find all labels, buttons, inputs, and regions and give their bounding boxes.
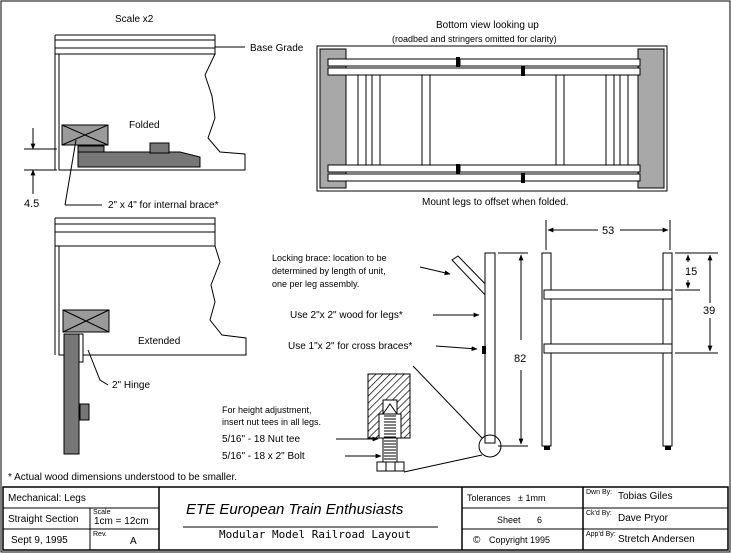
scale-label-cell: Scale [93,509,111,516]
leg-side-view: Locking brace: location to be determined… [272,252,528,473]
rev-value-cell: A [130,536,137,547]
rev-label-cell: Rev. [93,531,107,538]
checked-by-value: Dave Pryor [618,513,669,524]
height-adjust-line2: insert nut tees in all legs. [222,417,321,427]
bottom-view-title: Bottom view looking up [436,20,539,31]
height-adjust-line1: For height adjustment, [222,405,312,415]
tolerances-label: Tolerances [467,493,511,503]
bottom-view: Bottom view looking up (roadbed and stri… [316,20,668,208]
sheet-label: Sheet [497,515,521,525]
folded-view: Scale x2 Base Grade Folded 4.5 2" x 4" f… [24,14,304,211]
category-cell: Mechanical: Legs [8,493,86,504]
base-grade-label: Base Grade [250,43,304,54]
dim-39: 39 [703,305,715,317]
sheet-value: 6 [537,515,542,525]
internal-brace-note: 2" x 4" for internal brace* [108,200,219,211]
mount-note: Mount legs to offset when folded. [422,197,569,208]
footnote: * Actual wood dimensions understood to b… [8,472,237,483]
nut-tee-detail: For height adjustment, insert nut tees i… [222,373,411,472]
cross-braces-note: Use 1"x 2" for cross braces* [288,341,412,352]
copyright-icon: © [473,535,481,546]
title-block: Mechanical: Legs Straight Section Scale … [2,486,729,551]
copyright-cell: Copyright 1995 [489,535,550,545]
drawn-by-value: Tobias Giles [618,491,672,502]
date-cell: Sept 9, 1995 [11,535,68,546]
folded-label: Folded [129,120,160,131]
nut-tee-label: 5/16" - 18 Nut tee [222,434,300,445]
scale-note: Scale x2 [115,14,154,25]
locking-brace-line3: one per leg assembly. [272,279,359,289]
wood-legs-note: Use 2"x 2" wood for legs* [290,310,403,321]
approved-by-label: App'd By: [586,531,616,538]
approved-by-value: Stretch Andersen [618,534,695,545]
bottom-view-subtitle: (roadbed and stringers omitted for clari… [392,34,557,44]
org-name: ETE European Train Enthusiasts [186,501,404,518]
checked-by-label: Ck'd By: [586,510,612,517]
dim-53: 53 [602,225,614,237]
locking-brace-line1: Locking brace: location to be [272,253,387,263]
dim-82: 82 [514,353,526,365]
leg-front-view: 53 15 39 [541,220,718,450]
drawn-by-label: Dwn By: [586,489,612,496]
bolt-label: 5/16" - 18 x 2" Bolt [222,451,305,462]
layout-subtitle: Modular Model Railroad Layout [219,528,411,541]
locking-brace-line2: determined by length of unit, [272,266,386,276]
scale-value-cell: 1cm = 12cm [94,516,149,527]
dim-15: 15 [685,266,697,278]
tolerances-value: ± 1mm [518,493,545,503]
folded-height-dim: 4.5 [24,198,39,210]
extended-label: Extended [138,336,180,347]
section-cell: Straight Section [8,514,79,525]
extended-view: Extended 2" Hinge [54,217,247,455]
hinge-label: 2" Hinge [112,380,150,391]
